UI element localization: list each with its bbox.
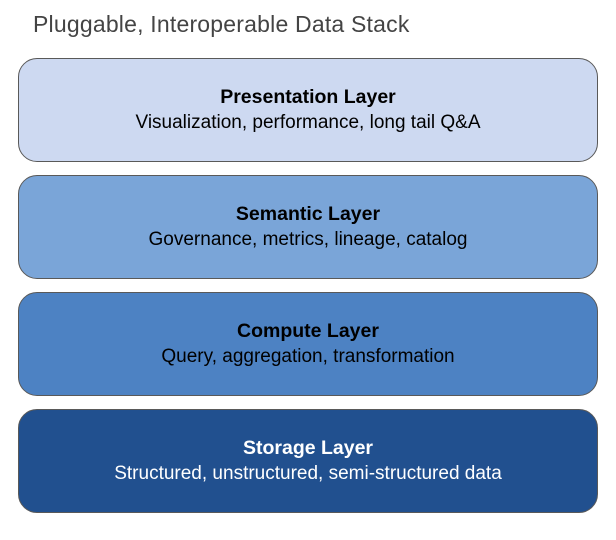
layer-presentation-subtitle: Visualization, performance, long tail Q&… bbox=[135, 112, 481, 134]
layer-storage-title: Storage Layer bbox=[242, 436, 374, 459]
layer-semantic: Semantic Layer Governance, metrics, line… bbox=[18, 175, 598, 279]
layer-semantic-title: Semantic Layer bbox=[235, 202, 381, 225]
layer-compute: Compute Layer Query, aggregation, transf… bbox=[18, 292, 598, 396]
layer-presentation-title: Presentation Layer bbox=[220, 85, 396, 108]
layer-semantic-subtitle: Governance, metrics, lineage, catalog bbox=[148, 229, 468, 251]
layer-storage: Storage Layer Structured, unstructured, … bbox=[18, 409, 598, 513]
layer-compute-subtitle: Query, aggregation, transformation bbox=[161, 346, 455, 368]
layer-stack: Presentation Layer Visualization, perfor… bbox=[18, 58, 598, 513]
layer-presentation: Presentation Layer Visualization, perfor… bbox=[18, 58, 598, 162]
layer-storage-subtitle: Structured, unstructured, semi-structure… bbox=[114, 463, 502, 485]
diagram-title: Pluggable, Interoperable Data Stack bbox=[33, 11, 410, 37]
layer-compute-title: Compute Layer bbox=[237, 319, 379, 342]
